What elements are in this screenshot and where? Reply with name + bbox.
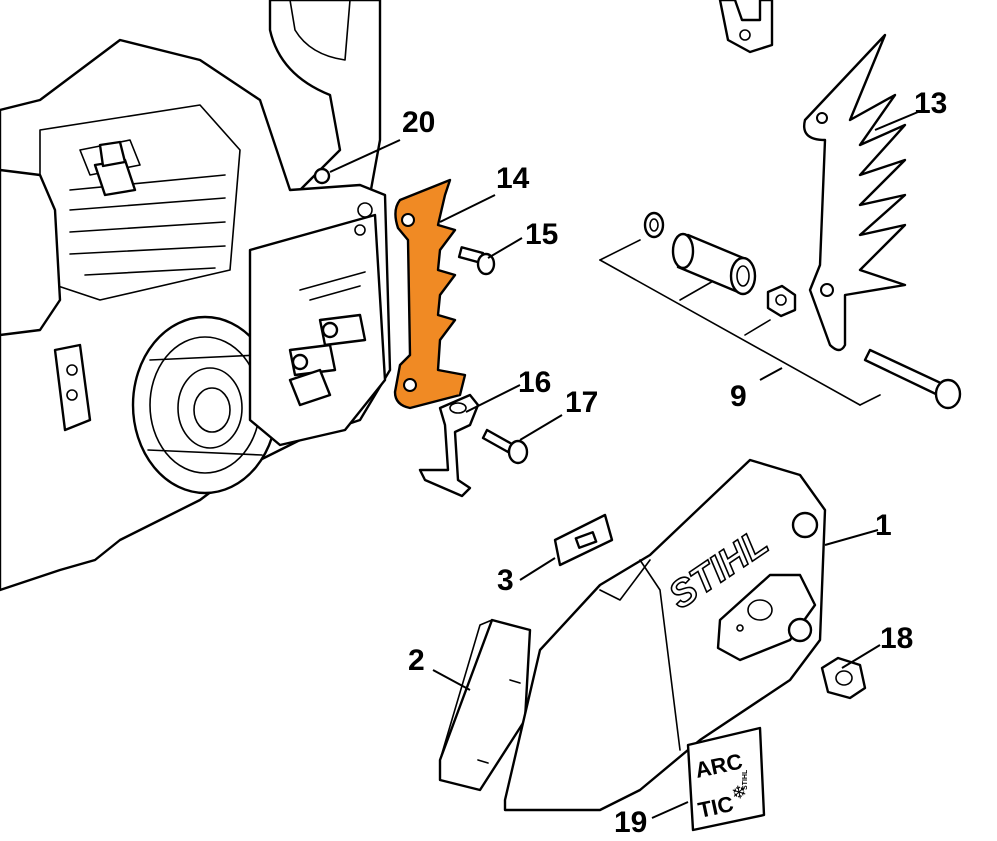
spark-plug <box>93 140 137 197</box>
callout-20: 19 <box>614 806 647 839</box>
callout-19: 20 <box>402 106 435 139</box>
part-14-bumper-spike[interactable] <box>393 178 467 410</box>
part-9-washer[interactable] <box>643 211 665 239</box>
chainsaw-body <box>0 0 392 592</box>
part-9-spacer-sleeve[interactable] <box>671 232 757 296</box>
part-9-nut[interactable] <box>766 284 797 318</box>
part-9-bolt[interactable] <box>863 348 962 410</box>
callout-14: 14 <box>496 162 530 195</box>
callout-15: 15 <box>525 218 558 251</box>
callout-9: 9 <box>730 380 747 413</box>
leader-lines <box>329 111 919 819</box>
bar-mount-plate <box>248 202 387 447</box>
part-13-bumper-spike[interactable] <box>803 33 907 352</box>
bracket-fragment <box>718 0 774 54</box>
callouts: 20 14 15 16 17 13 9 1 3 2 18 19 <box>402 87 947 839</box>
callout-18: 18 <box>880 622 913 655</box>
callout-17: 17 <box>565 386 598 419</box>
part-17-screw[interactable] <box>481 428 529 465</box>
callout-3: 3 <box>497 564 514 597</box>
sticker-small: STIHL <box>742 769 749 790</box>
callout-1: 1 <box>875 509 892 542</box>
part-18-nut[interactable] <box>820 656 867 700</box>
part-3-pad[interactable] <box>553 513 614 567</box>
clutch-drum <box>131 315 279 495</box>
part-20-arctic-sticker[interactable]: ARC TIC STIHL ❄ <box>686 726 766 832</box>
callout-2: 2 <box>408 644 425 677</box>
part-1-sprocket-cover[interactable]: STIHL <box>503 458 827 812</box>
part-2-strip[interactable] <box>438 618 532 792</box>
part-15-screw[interactable] <box>457 246 496 276</box>
snowflake-icon: ❄ <box>730 781 749 805</box>
callout-16: 16 <box>518 366 551 399</box>
callout-13: 13 <box>914 87 947 120</box>
part-9-kit-bracket <box>599 239 881 406</box>
